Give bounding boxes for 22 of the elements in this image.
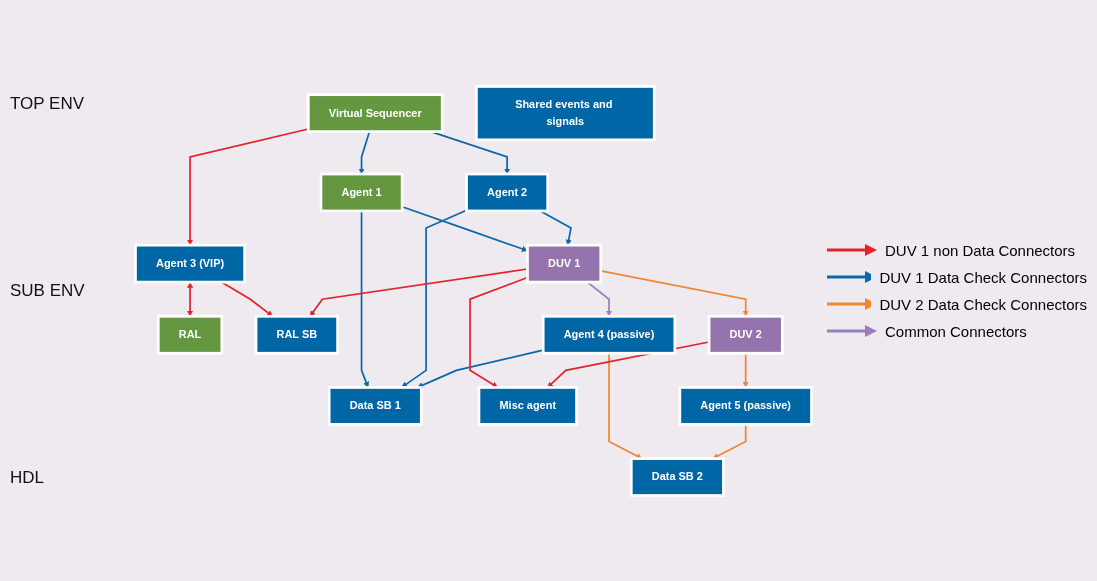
arrow	[712, 423, 747, 459]
node-box: Agent 1	[319, 172, 404, 212]
node-box: RAL SB	[254, 314, 339, 355]
node-box: Agent 5 (passive)	[678, 385, 813, 426]
legend-text: DUV 1 non Data Connectors	[885, 241, 1076, 259]
band-label: TOP ENV	[10, 93, 85, 114]
node-box: Data SB 2	[629, 456, 725, 497]
band-label: HDL	[10, 467, 45, 488]
legend-text: DUV 2 Data Check Connectors	[879, 295, 1087, 313]
node-box: Shared events and signals	[475, 84, 656, 141]
node-box: Agent 2	[465, 172, 550, 212]
node-box: Agent 3 (VIP)	[134, 243, 246, 283]
node-box: Data SB 1	[327, 385, 423, 426]
node-box: RAL	[156, 314, 224, 355]
band-label: SUB ENV	[10, 280, 86, 301]
node-box: Agent 4 (passive)	[541, 314, 677, 355]
node-box: Virtual Sequencer	[306, 92, 444, 133]
node-box: DUV 2	[707, 314, 784, 355]
legend-text: Common Connectors	[885, 322, 1027, 340]
legend-text: DUV 1 Data Check Connectors	[879, 268, 1087, 286]
node-box: Misc agent	[477, 385, 578, 426]
node-box: DUV 1	[526, 243, 603, 283]
